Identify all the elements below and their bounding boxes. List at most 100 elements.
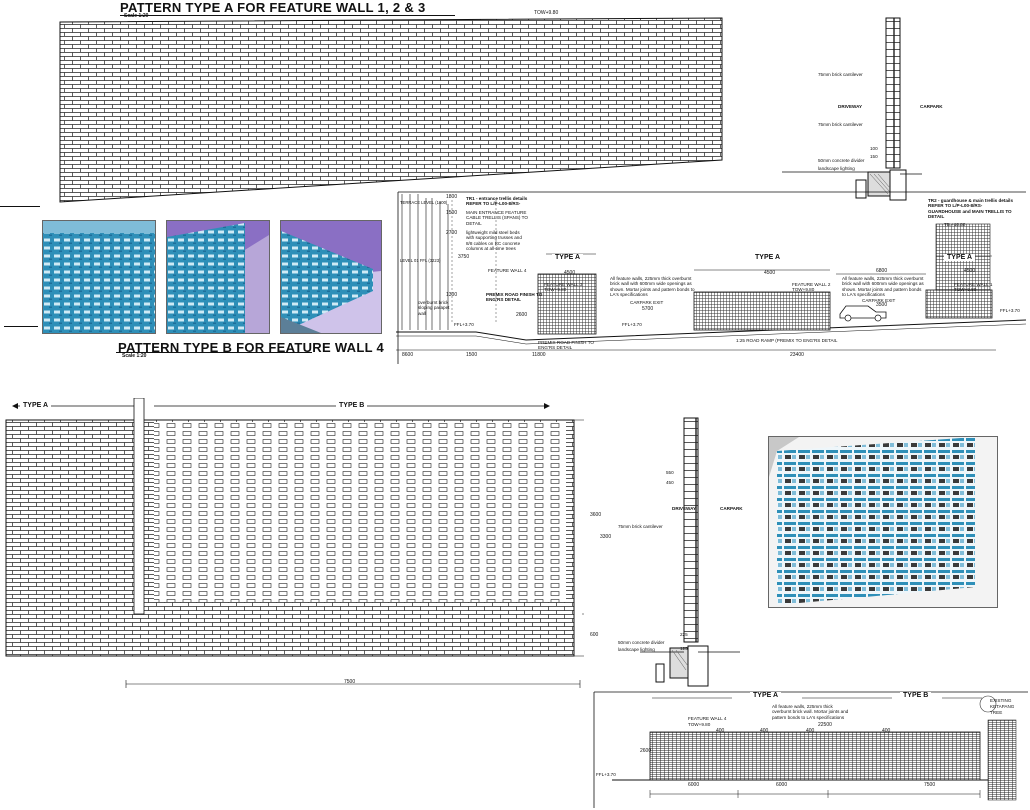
photo-wall-b <box>768 436 998 608</box>
bottom-dim-9: 400 <box>882 728 891 734</box>
elev-dim-14: 1800 <box>446 194 458 200</box>
title-pattern-b: PATTERN TYPE B FOR FEATURE WALL 4 <box>118 340 385 355</box>
photo-wall-1 <box>42 220 156 334</box>
bottom-dim-8: 400 <box>806 728 815 734</box>
elev-dim-10: 4500 <box>964 268 976 274</box>
bottom-dim-6: 400 <box>716 728 725 734</box>
elev-dim-16: 3750 <box>458 254 470 260</box>
wall-2-label: FEATURE WALL 2 <box>792 282 831 287</box>
section-upper-label-3: CARPARK <box>920 104 943 109</box>
bottom-wall-label: FEATURE WALL 4 <box>688 716 727 721</box>
bottom-wall-tow: TOW+9.80 <box>688 722 711 727</box>
elev-note-1: TR1 - entrance trellis details REFER TO … <box>466 196 528 207</box>
bottom-elevation <box>593 691 1028 808</box>
bottom-dim-5: 22500 <box>818 722 832 728</box>
elev-dim-1: 8600 <box>402 352 414 358</box>
carpark-exit-2: CARPARK EXIT <box>862 298 896 303</box>
section-upper-label-8: 150 <box>870 154 878 159</box>
section-upper-label-6: landscape lighting <box>818 166 855 171</box>
section-lower-label-7: 450 <box>666 480 674 485</box>
elev-tag-type-a-2: TYPE A <box>752 254 784 261</box>
section-lower-label-6: 550 <box>666 470 674 475</box>
bottom-dim-4: 7500 <box>924 782 936 788</box>
elev-dim-11: 2600 <box>516 312 528 318</box>
elev-left-label-5: PREMIX ROAD FINISH TO ENG'RS DETAIL <box>486 292 543 303</box>
elev-note-4: All feature walls, 225mm thick overburnt… <box>610 276 695 298</box>
elev-left-label-3: overburnt brick sloping parapet wall <box>418 300 450 316</box>
photo-wall-2 <box>166 220 270 334</box>
elev-left-label-1: TERRACE LEVEL (1800) <box>400 200 448 205</box>
elev-note-2: MAIN ENTRANCE FEATURE CABLE TRELLIS (SPA… <box>466 210 528 226</box>
elev-left-label-7: FFL+3.70 <box>622 322 642 327</box>
wall-b-dim-1: 3600 <box>590 512 602 518</box>
section-upper-label-2: DRIVEWAY <box>838 104 863 109</box>
wall-b-dim-3: 600 <box>590 632 599 638</box>
bottom-tag-type-a: TYPE A <box>750 692 782 699</box>
wall-b-dim-line <box>125 680 581 688</box>
elev-tag-type-a-3: TYPE A <box>944 254 976 261</box>
elev-left-label-8: 1:25 ROAD RAMP (PREMIX TO ENG'RS DETAIL <box>736 338 838 343</box>
elev-dim-6: 5700 <box>642 306 654 312</box>
elev-dim-7: 4500 <box>764 270 776 276</box>
title-pattern-a: PATTERN TYPE A FOR FEATURE WALL 1, 2 & 3 <box>120 0 426 15</box>
bottom-note: All feature walls, 225mm thick overburnt… <box>772 704 849 720</box>
elev-left-label-2: LEVEL 01 FFL (3223) <box>400 258 441 263</box>
section-upper <box>782 17 922 201</box>
photo-wall-3 <box>280 220 382 334</box>
feature-walls-elevation <box>396 191 1027 364</box>
elev-dim-4: 23400 <box>790 352 804 358</box>
elev-note-5: All feature walls, 225mm thick overburnt… <box>842 276 924 298</box>
section-lower-label-1: DRIVEWAY <box>672 506 697 511</box>
section-lower-label-9: 125 <box>680 646 688 651</box>
elev-dim-2: 1500 <box>466 352 478 358</box>
title-a-underline <box>120 15 455 16</box>
section-lower <box>640 417 740 687</box>
elev-dim-3: 11800 <box>532 352 546 358</box>
section-upper-label-7: 100 <box>870 146 878 151</box>
elev-dim-5: 4500 <box>564 270 576 276</box>
elev-left-label-6: PREMIX ROAD FINISH TO ENG'RS DETAIL <box>538 340 594 351</box>
elev-left-label-4: FFL+3.70 <box>454 322 474 327</box>
wall-b-elevation <box>5 398 584 657</box>
wall-4-label: FEATURE WALL 4 <box>488 268 527 273</box>
section-lower-label-2: CARPARK <box>720 506 743 511</box>
section-upper-label-5: 50mm concrete divider <box>818 158 865 163</box>
elev-dim-8: 3500 <box>876 302 888 308</box>
carpark-exit-1: CARPARK EXIT <box>630 300 664 305</box>
elev-dim-9: 6800 <box>876 268 888 274</box>
wall-3-label: FEATURE WALL 3 <box>544 282 583 287</box>
bottom-dim-7: 400 <box>760 728 769 734</box>
elev-dim-15: 2700 <box>446 230 458 236</box>
wall-b-tag-type-b: TYPE B <box>336 402 368 409</box>
wall-b-tag-type-a: TYPE A <box>20 402 52 409</box>
bottom-side-2: KETAPANG <box>990 704 1015 709</box>
section-upper-label-1: 75mm brick cantilever <box>818 72 863 77</box>
elev-note-3: lightweight mild steel beds with support… <box>466 230 522 252</box>
wall-b-dim-2: 3300 <box>600 534 612 540</box>
wall-1-tow: TOW+9.80 <box>954 287 977 292</box>
section-lower-label-3: 75mm brick cantilever <box>618 524 663 529</box>
section-lower-label-8: 225 <box>680 632 688 637</box>
section-lower-label-5: landscape lighting <box>618 647 655 652</box>
divider-left <box>0 206 40 207</box>
divider-left-2 <box>4 326 38 327</box>
section-upper-label-4: 75mm brick cantilever <box>818 122 863 127</box>
title-b-underline <box>116 352 312 353</box>
wall-b-dim-bottom: 7500 <box>344 679 356 685</box>
wall-3-tow: TOW+9.80 <box>544 287 567 292</box>
top-level-label: TOW+9.80 <box>534 10 559 16</box>
elev-note-6: TR2 - guardhouse & main trellis details … <box>928 198 1014 220</box>
scale-b: Scale 1:20 <box>122 353 147 359</box>
bottom-side-1: EXISTING <box>990 698 1012 703</box>
wall-1-label: FEATURE WALL 1 <box>954 282 993 287</box>
section-lower-label-4: 50mm concrete divider <box>618 640 665 645</box>
elev-dim-12: 1300 <box>446 292 458 298</box>
trellis-top-label: TB.+10.50 <box>944 222 966 227</box>
scale-a: Scale 1:20 <box>124 13 149 19</box>
elev-tag-type-a-1: TYPE A <box>552 254 584 261</box>
bottom-fl: FFL+3.70 <box>596 772 616 777</box>
bottom-dim-3: 6000 <box>776 782 788 788</box>
wall-a-elevation <box>59 17 723 203</box>
elev-fl: FFL+3.70 <box>1000 308 1020 313</box>
bottom-dim-2: 6000 <box>688 782 700 788</box>
